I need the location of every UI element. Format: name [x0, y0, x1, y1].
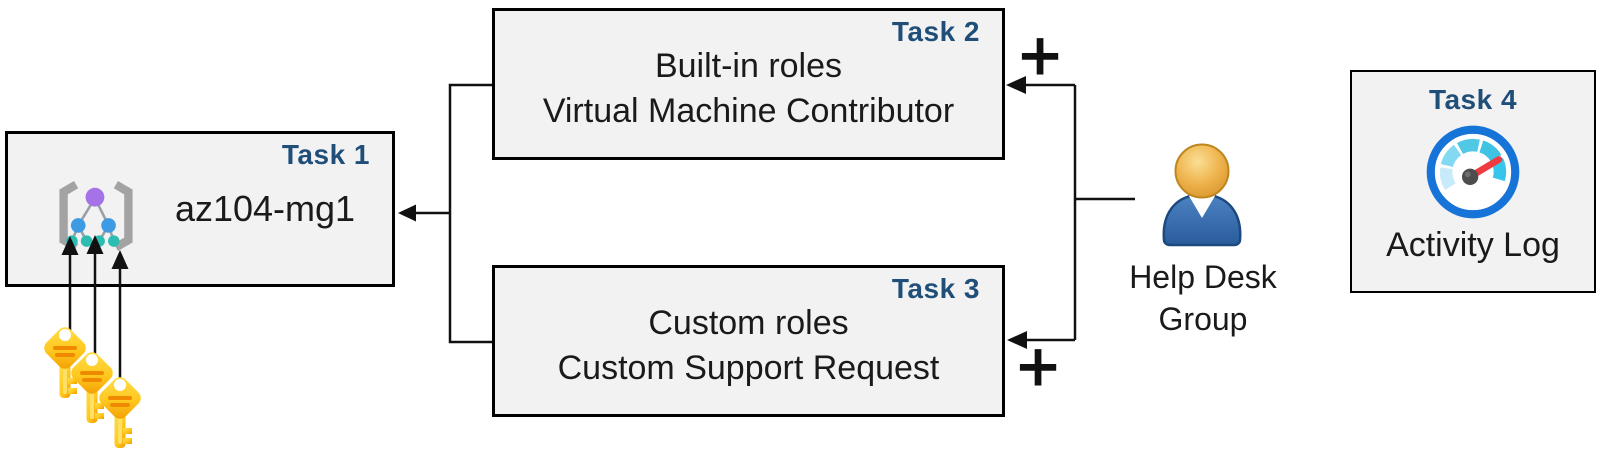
- connector-left-tree: [448, 83, 492, 344]
- user-icon: [1162, 143, 1242, 247]
- plus-icon-task3: +: [1013, 331, 1063, 400]
- task3-label: Task 3: [891, 273, 980, 304]
- task2-box: Task 2 Built-in roles Virtual Machine Co…: [492, 8, 1005, 160]
- task4-label: Task 4: [1428, 84, 1518, 115]
- actor-label-line2: Group: [1158, 301, 1248, 337]
- task4-caption: Activity Log: [1386, 226, 1560, 264]
- keys-icon: [40, 323, 145, 448]
- task1-box: Task 1 az104-mg1: [5, 131, 395, 287]
- task2-label: Task 2: [891, 16, 980, 47]
- actor-label: Help Desk Group: [1093, 256, 1313, 340]
- task2-text: Built-in roles Virtual Machine Contribut…: [495, 11, 1002, 157]
- gauge-icon: [1426, 125, 1520, 219]
- task2-line1: Built-in roles: [654, 47, 843, 85]
- task3-line1: Custom roles: [648, 304, 849, 342]
- task3-box: Task 3 Custom roles Custom Support Reque…: [492, 265, 1005, 417]
- task3-text: Custom roles Custom Support Request: [495, 268, 1002, 414]
- task1-label: Task 1: [281, 139, 370, 170]
- task4-box: Task 4 Activity Log: [1350, 70, 1596, 293]
- actor-label-line1: Help Desk: [1129, 259, 1277, 295]
- plus-icon-task2: +: [1015, 20, 1065, 89]
- management-group-icon: [59, 181, 133, 251]
- task2-line2: Virtual Machine Contributor: [542, 92, 955, 130]
- task3-line2: Custom Support Request: [557, 349, 940, 387]
- arrowhead-task1: [398, 204, 416, 222]
- task1-title: az104-mg1: [174, 188, 356, 229]
